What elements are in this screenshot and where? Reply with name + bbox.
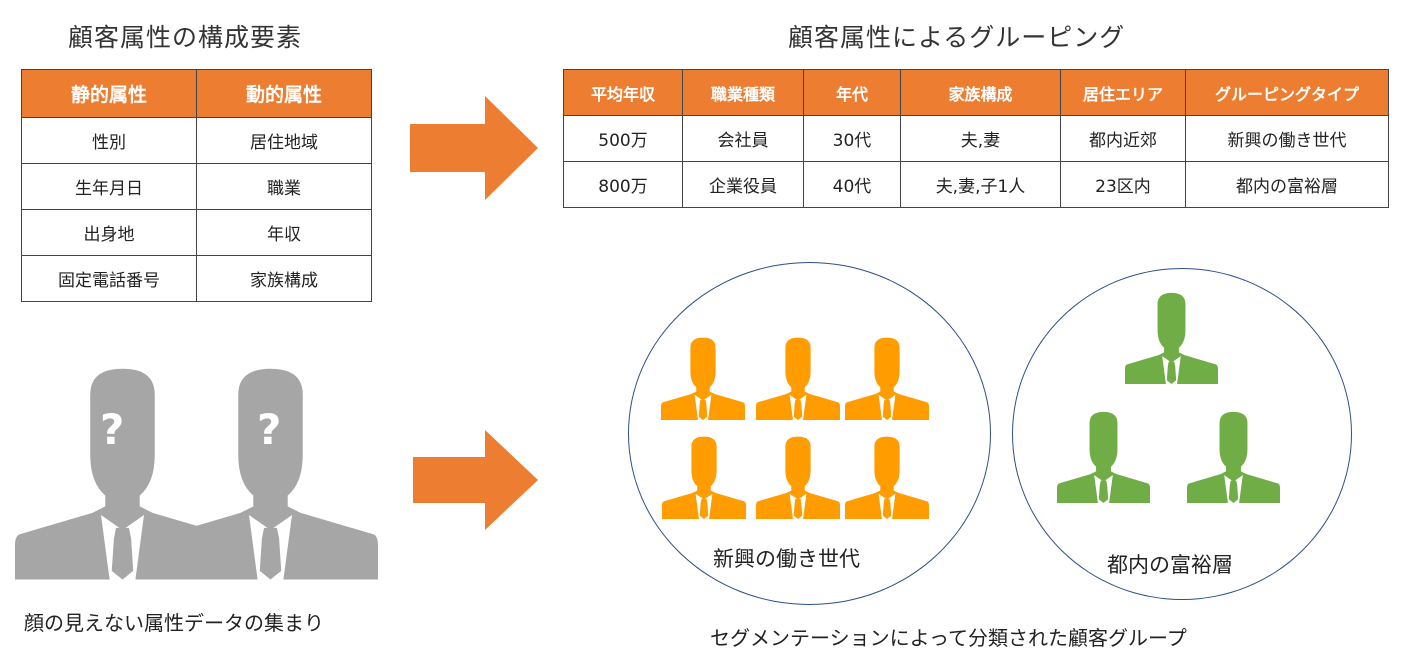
table-cell: 出身地 <box>21 209 197 256</box>
table-cell: 800万 <box>563 161 683 208</box>
grouping-table-header-row: 平均年収 職業種類 年代 家族構成 居住エリア グルーピングタイプ <box>563 69 1389 116</box>
occupation-header: 職業種類 <box>682 69 804 116</box>
person-icon <box>1187 411 1280 503</box>
table-cell: 生年月日 <box>21 163 197 210</box>
table-cell: 夫,妻 <box>900 115 1061 162</box>
table-cell: 会社員 <box>682 115 804 162</box>
table-cell: 都内の富裕層 <box>1185 161 1389 208</box>
table-cell: 23区内 <box>1060 161 1186 208</box>
wealthy-residents-group-circle <box>1012 268 1352 600</box>
grouping-type-header: グルーピングタイプ <box>1185 69 1389 116</box>
emerging-workers-group-circle <box>628 262 991 605</box>
grouping-heading: 顧客属性によるグルーピング <box>788 23 1126 52</box>
person-icon <box>1057 411 1150 503</box>
table-cell: 都内近郊 <box>1060 115 1186 162</box>
attribute-table: 静的属性 動的属性 性別 居住地域 生年月日 職業 出身地 年収 固定電話番号 … <box>21 69 372 302</box>
table-cell: 新興の働き世代 <box>1185 115 1389 162</box>
table-cell: 居住地域 <box>196 117 372 164</box>
age-group-header: 年代 <box>803 69 901 116</box>
arrow-right-icon <box>413 430 538 530</box>
person-icon <box>756 436 840 519</box>
attribute-table-header-row: 静的属性 動的属性 <box>21 69 372 118</box>
table-cell: 性別 <box>21 117 197 164</box>
table-cell: 40代 <box>803 161 901 208</box>
unknown-people-caption: 顔の見えない属性データの集まり <box>24 611 324 635</box>
table-cell: 固定電話番号 <box>21 255 197 302</box>
table-cell: 30代 <box>803 115 901 162</box>
table-cell: 夫,妻,子1人 <box>900 161 1061 208</box>
wealthy-residents-group-label: 都内の富裕層 <box>1107 553 1233 577</box>
segmented-groups-caption: セグメンテーションによって分類された顧客グループ <box>710 626 1187 650</box>
average-income-header: 平均年収 <box>563 69 683 116</box>
table-cell: 年収 <box>196 209 372 256</box>
question-mark: ? <box>100 405 125 454</box>
table-row: 800万 企業役員 40代 夫,妻,子1人 23区内 都内の富裕層 <box>563 161 1389 208</box>
dynamic-attribute-header: 動的属性 <box>196 69 372 118</box>
question-mark: ? <box>257 405 282 454</box>
person-icon <box>845 436 929 519</box>
arrow-right-icon <box>410 96 538 200</box>
table-row: 出身地 年収 <box>21 209 372 256</box>
person-icon <box>756 337 840 420</box>
attribute-components-heading: 顧客属性の構成要素 <box>68 23 303 52</box>
table-cell: 職業 <box>196 163 372 210</box>
residence-area-header: 居住エリア <box>1060 69 1186 116</box>
table-row: 500万 会社員 30代 夫,妻 都内近郊 新興の働き世代 <box>563 115 1389 162</box>
static-attribute-header: 静的属性 <box>21 69 197 118</box>
person-icon <box>662 436 746 519</box>
unknown-people-illustration <box>15 368 378 580</box>
emerging-workers-group-label: 新興の働き世代 <box>713 547 860 571</box>
person-icon <box>845 337 929 420</box>
unknown-person-icon <box>163 368 378 580</box>
table-row: 性別 居住地域 <box>21 117 372 164</box>
table-cell: 家族構成 <box>196 255 372 302</box>
table-cell: 企業役員 <box>682 161 804 208</box>
person-icon <box>1125 292 1218 384</box>
table-row: 生年月日 職業 <box>21 163 372 210</box>
table-cell: 500万 <box>563 115 683 162</box>
family-structure-header: 家族構成 <box>900 69 1061 116</box>
grouping-table: 平均年収 職業種類 年代 家族構成 居住エリア グルーピングタイプ 500万 会… <box>563 69 1389 208</box>
table-row: 固定電話番号 家族構成 <box>21 255 372 302</box>
person-icon <box>661 337 745 420</box>
